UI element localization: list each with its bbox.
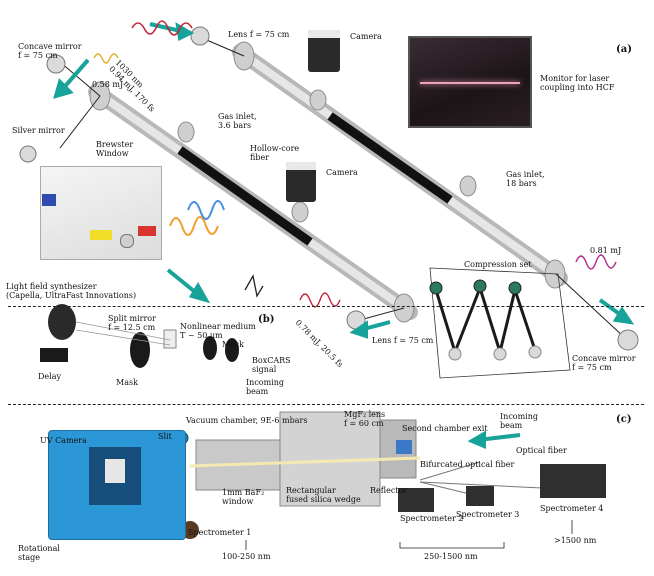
label-uv-camera: UV Camera	[40, 436, 87, 445]
label-concave-mirror-top: Concave mirror f = 75 cm	[18, 42, 82, 60]
label-boxcars-signal: BoxCARS signal	[252, 356, 291, 374]
label-camera-mid: Camera	[326, 168, 358, 177]
label-gas-inlet-left: Gas inlet, 3.6 bars	[218, 112, 257, 130]
label-range-1500: >1500 nm	[554, 536, 597, 545]
spectrometer-2-box	[398, 488, 434, 512]
label-camera-top: Camera	[350, 32, 382, 41]
label-energy-081: 0.81 mJ	[590, 246, 622, 255]
uv-camera-box	[48, 430, 186, 540]
label-mgf2-lens: MgF₂ lens f = 60 cm	[344, 410, 386, 428]
synth-pulse-orange-icon	[169, 216, 219, 236]
label-hollow-core-fiber: Hollow-core fiber	[250, 144, 300, 162]
label-rotational-stage: Rotational stage	[18, 544, 60, 562]
yellow-pulse-icon	[93, 53, 119, 64]
label-spectrometer-3: Spectrometer 3	[456, 510, 520, 519]
panel-label-c: (c)	[616, 414, 632, 425]
separator-ab	[8, 306, 644, 307]
label-reflector: Reflector	[370, 486, 408, 495]
spectrometer-3-box	[466, 486, 494, 506]
label-incoming-beam-c: Incoming beam	[500, 412, 539, 430]
label-energy-058: 0.58 mJ	[92, 80, 124, 89]
tube-flanges	[89, 41, 566, 323]
broadened-pulse-icon	[575, 254, 617, 270]
label-monitor: Monitor for laser coupling into HCF	[540, 74, 615, 92]
label-second-chamber-exit: Second chamber exit	[402, 424, 488, 433]
label-bifurcated-fiber: Bifurcated optical fiber	[420, 460, 515, 469]
range-bracket	[399, 542, 505, 549]
label-spectrometer-1: Spectrometer 1	[188, 528, 252, 537]
label-nonlinear-medium: Nonlinear medium T ~ 50 μm	[180, 322, 256, 340]
label-range-250-1500: 250-1500 nm	[424, 552, 478, 561]
label-spectrometer-4: Spectrometer 4	[540, 504, 604, 513]
label-compression-set: Compression set	[464, 260, 532, 269]
label-lens-top: Lens f = 75 cm	[228, 30, 290, 39]
hollow-core-fiber-right	[232, 44, 568, 286]
label-vacuum-chamber: Vacuum chamber, 9E-6 mbars	[186, 416, 308, 425]
hollow-core-fiber-left	[88, 84, 418, 320]
panel-label-b: (b)	[258, 314, 275, 325]
output-pulse-icon	[299, 292, 341, 308]
light-field-synthesizer-box	[40, 166, 162, 260]
separator-bc	[8, 404, 644, 405]
label-baf2-window: 1mm BaF₂ window	[222, 488, 265, 506]
label-mask-right: Mask	[222, 340, 244, 349]
label-optical-fiber: Optical fiber	[516, 446, 567, 455]
label-concave-mirror-bottom: Concave mirror f = 75 cm	[572, 354, 636, 372]
synth-waveform-icon	[244, 274, 264, 298]
label-light-field-synthesizer: Light field synthesizer (Capella, UltraF…	[6, 282, 137, 300]
camera-mid	[286, 162, 316, 202]
label-lens-bottom: Lens f = 75 cm	[372, 336, 434, 345]
panel-c-chamber	[175, 411, 543, 539]
camera-top	[308, 30, 340, 72]
panel-b-optics	[40, 304, 239, 368]
monitor-image	[408, 36, 532, 128]
label-slit: Slit	[158, 432, 172, 441]
label-incoming-beam-b: Incoming beam	[246, 378, 285, 396]
label-rectangular-wedge: Rectangular fused silica wedge	[286, 486, 361, 504]
label-split-mirror: Split mirror f = 12.5 cm	[108, 314, 156, 332]
input-pulse-icon	[131, 20, 193, 36]
mirrors	[19, 26, 639, 351]
label-range-100-250: 100-250 nm	[222, 552, 271, 561]
label-silver-mirror: Silver mirror	[12, 126, 65, 135]
label-mask-left: Mask	[116, 378, 138, 387]
label-spectrometer-2: Spectrometer 2	[400, 514, 464, 523]
compression-set	[429, 267, 571, 379]
synth-pulse-blue-icon	[187, 200, 225, 220]
spectrometer-4-box	[540, 464, 606, 498]
direction-arrows	[53, 22, 635, 449]
label-gas-inlet-right: Gas inlet, 18 bars	[506, 170, 545, 188]
panel-label-a: (a)	[616, 44, 632, 55]
label-brewster-window: Brewster Window	[96, 140, 134, 158]
label-delay: Delay	[38, 372, 61, 381]
